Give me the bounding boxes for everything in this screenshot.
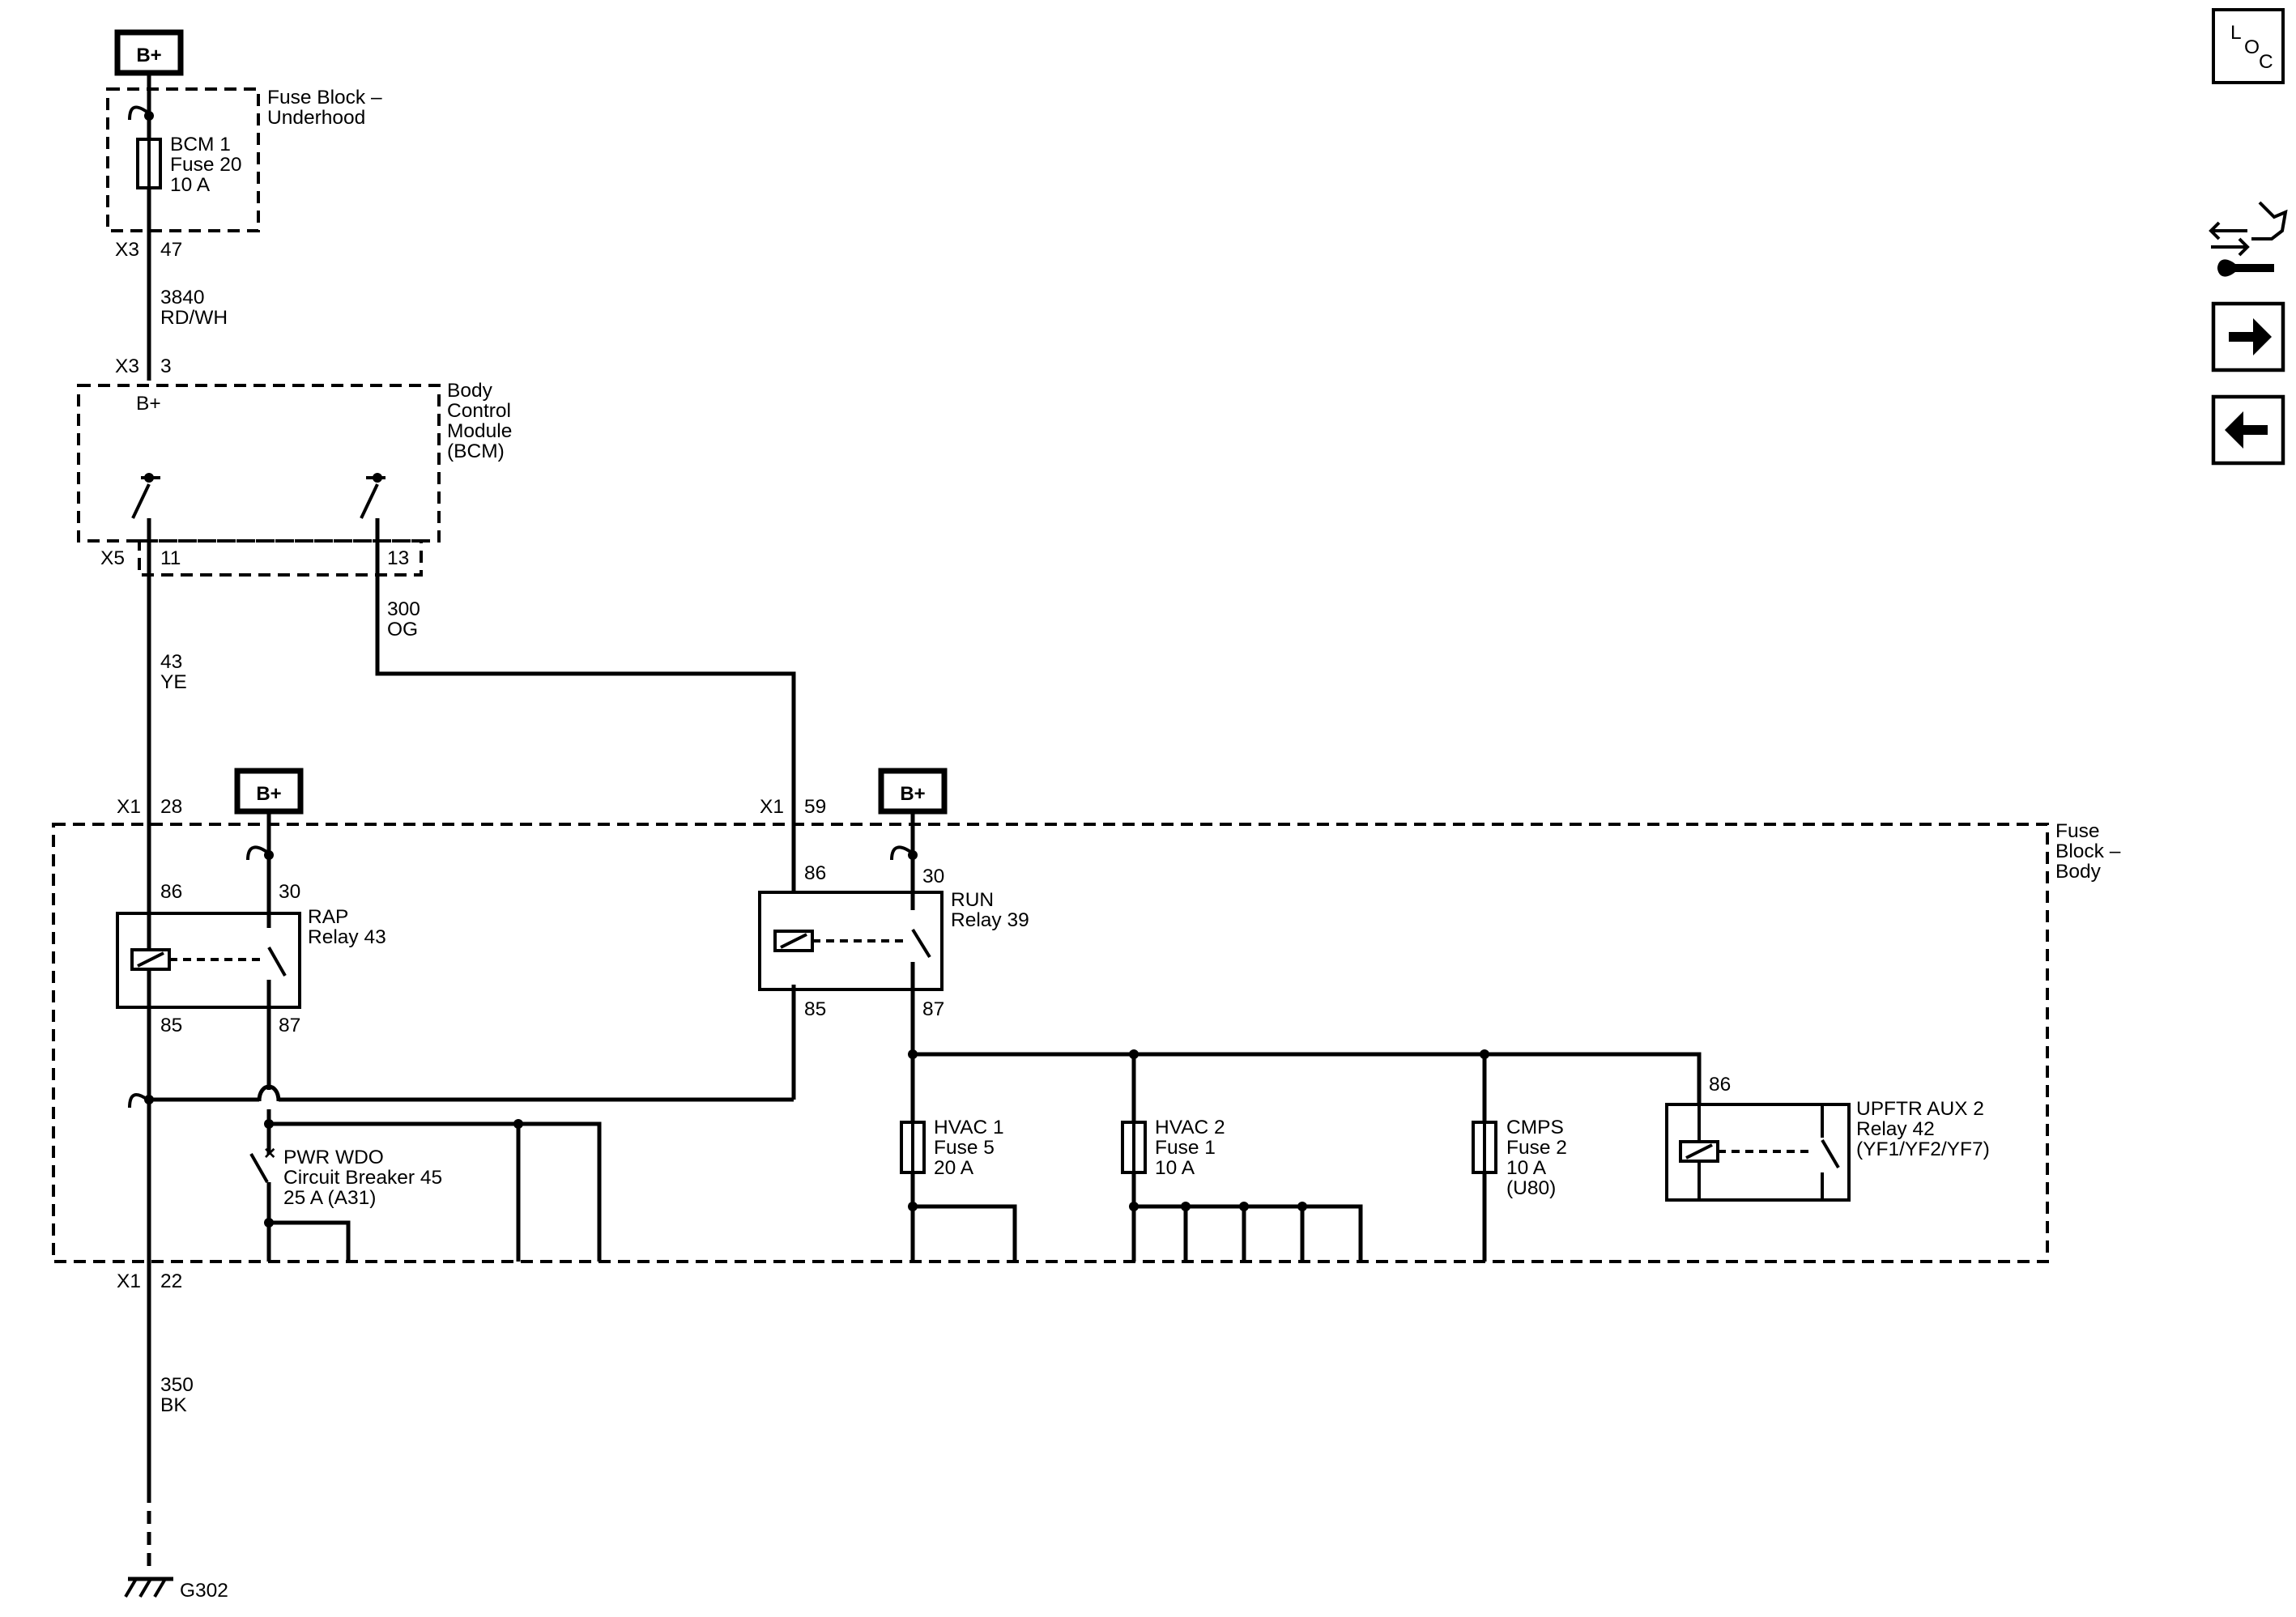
bcm-input-pin: 3 (160, 355, 172, 377)
run-relay-box (758, 891, 944, 991)
component-view-button[interactable] (2209, 201, 2288, 277)
body-x1-c-connector: X1 (117, 1270, 141, 1292)
bplus-run: B+ (878, 768, 948, 815)
arrow-left-icon (2225, 411, 2268, 449)
location-button[interactable]: L O C (2212, 8, 2285, 84)
bcm-bplus-label: B+ (136, 393, 161, 415)
wire-300-color: OG (387, 619, 418, 640)
wire-300-og (375, 518, 796, 892)
rap-relay-box (116, 912, 301, 1009)
circuit-breaker-mark-icon: × (264, 1143, 275, 1164)
run-relay-switch-icon (911, 928, 931, 959)
wire-3840-color: RD/WH (160, 307, 228, 329)
underhood-pin-label: 47 (160, 239, 182, 261)
bcm-input-connector: X3 (115, 355, 139, 377)
bplus-rap: B+ (234, 768, 304, 815)
rap-relay-switch-icon (267, 947, 287, 977)
wire-350-color: BK (160, 1394, 187, 1416)
bcm-switch-b-icon (360, 473, 386, 519)
body-x1-a-connector: X1 (117, 796, 141, 818)
circuit-breaker-switch-icon (249, 1153, 269, 1183)
body-x1-b-connector: X1 (760, 796, 784, 818)
bcm-x5-connector-boundary (138, 539, 423, 577)
wire-43-circuit: 43 (160, 651, 182, 673)
bplus-rap-label: B+ (256, 783, 281, 805)
ground-g302-icon (124, 1577, 173, 1598)
bplus-top-label: B+ (136, 45, 161, 66)
bcm-boundary (77, 384, 441, 543)
rap-pin-30: 30 (279, 881, 300, 903)
upftr-relay-switch-icon (1821, 1138, 1840, 1169)
arrow-right-icon (2229, 318, 2272, 355)
bcm-pin-11: 11 (160, 547, 181, 569)
previous-page-button[interactable] (2211, 394, 2285, 466)
body-pin-28: 28 (160, 796, 182, 818)
fuse-block-underhood-boundary (106, 87, 260, 232)
run-pin-85: 85 (804, 998, 826, 1020)
bcm-output-connector: X5 (100, 547, 125, 569)
upftr-pin-86: 86 (1709, 1074, 1731, 1096)
rap-pin-85: 85 (160, 1015, 182, 1036)
ground-g302-label: G302 (180, 1580, 228, 1602)
loc-letter-c: C (2259, 51, 2273, 73)
wire-crossover-hop (257, 1084, 281, 1102)
fuse-block-body-boundary (52, 823, 2049, 1263)
ground-bus-tap-icon (128, 1093, 149, 1108)
fuse-block-underhood-label: Fuse Block –Underhood (267, 87, 382, 129)
wire-350-circuit: 350 (160, 1374, 194, 1396)
rap-pin-86: 86 (160, 881, 182, 903)
body-pin-59: 59 (804, 796, 826, 818)
wire-3840-circuit: 3840 (160, 287, 205, 309)
bplus-top: B+ (114, 29, 184, 76)
next-page-button[interactable] (2211, 301, 2285, 372)
upftr-relay-box (1665, 1103, 1851, 1202)
run-pin-87: 87 (922, 998, 944, 1020)
rap-pin-87: 87 (279, 1015, 300, 1036)
loc-letter-l: L (2230, 22, 2242, 44)
body-pin-22: 22 (160, 1270, 182, 1292)
underhood-connector-label: X3 (115, 239, 139, 261)
wrench-icon (2217, 259, 2274, 277)
run-pin-86: 86 (804, 862, 826, 884)
wire-43-color: YE (160, 671, 187, 693)
bcm-fuse-tap-icon (128, 105, 151, 121)
run-pin-30: 30 (922, 866, 944, 887)
bcm-switch-a-icon (131, 473, 160, 519)
wire-300-circuit: 300 (387, 598, 420, 620)
bplus-run-label: B+ (900, 783, 925, 805)
loc-letter-o: O (2244, 36, 2260, 58)
bcm-pin-13: 13 (387, 547, 409, 569)
